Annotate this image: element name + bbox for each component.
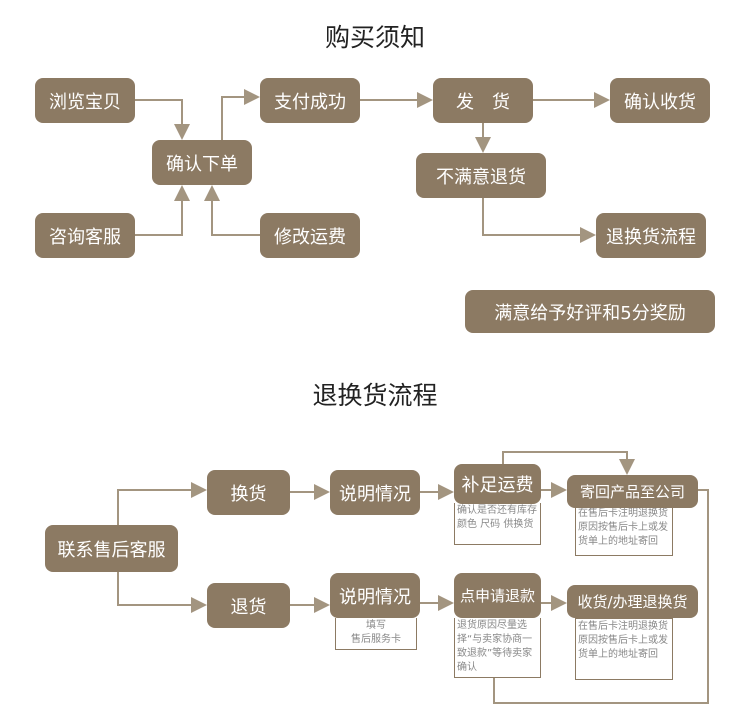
- box-pay-success: 支付成功: [260, 78, 360, 123]
- box-apply-refund: 点申请退款: [454, 573, 541, 618]
- box-confirm-receipt: 确认收货: [610, 78, 710, 123]
- note-send-back: 在售后卡注明退换货原因按售后卡上或发货单上的地址寄回: [575, 506, 673, 556]
- box-browse: 浏览宝贝: [35, 78, 135, 123]
- note-apply-refund: 退货原因尽量选择“与卖家协商一致退款”等待卖家确认: [454, 618, 541, 678]
- box-satisfied: 满意给予好评和5分奖励: [465, 290, 715, 333]
- box-explain-exchange: 说明情况: [330, 470, 420, 515]
- box-pay-fee: 补足运费: [454, 464, 541, 504]
- note-receive: 在售后卡注明退换货原因按售后卡上或发货单上的地址寄回: [575, 618, 673, 680]
- box-refund: 退货: [207, 583, 290, 628]
- box-ship: 发 货: [433, 78, 533, 123]
- note-line: 填写: [366, 620, 386, 631]
- note-explain-refund: 填写售后服务卡: [335, 618, 417, 650]
- box-explain-refund: 说明情况: [330, 573, 420, 618]
- note-line: 售后服务卡: [351, 634, 401, 645]
- note-pay-fee: 确认是否还有库存颜色 尺码 供换货: [454, 503, 541, 545]
- box-receive: 收货/办理退换货: [567, 585, 698, 618]
- box-return-flow: 退换货流程: [596, 213, 706, 258]
- box-exchange: 换货: [207, 470, 290, 515]
- box-send-back: 寄回产品至公司: [567, 475, 698, 508]
- box-consult: 咨询客服: [35, 213, 135, 258]
- box-unsatisfied: 不满意退货: [416, 153, 546, 198]
- box-contact: 联系售后客服: [45, 525, 178, 572]
- box-modify-fee: 修改运费: [260, 213, 360, 258]
- section-title-purchase: 购买须知: [324, 23, 425, 52]
- section-title-return: 退换货流程: [312, 381, 438, 410]
- box-confirm-order: 确认下单: [152, 140, 252, 185]
